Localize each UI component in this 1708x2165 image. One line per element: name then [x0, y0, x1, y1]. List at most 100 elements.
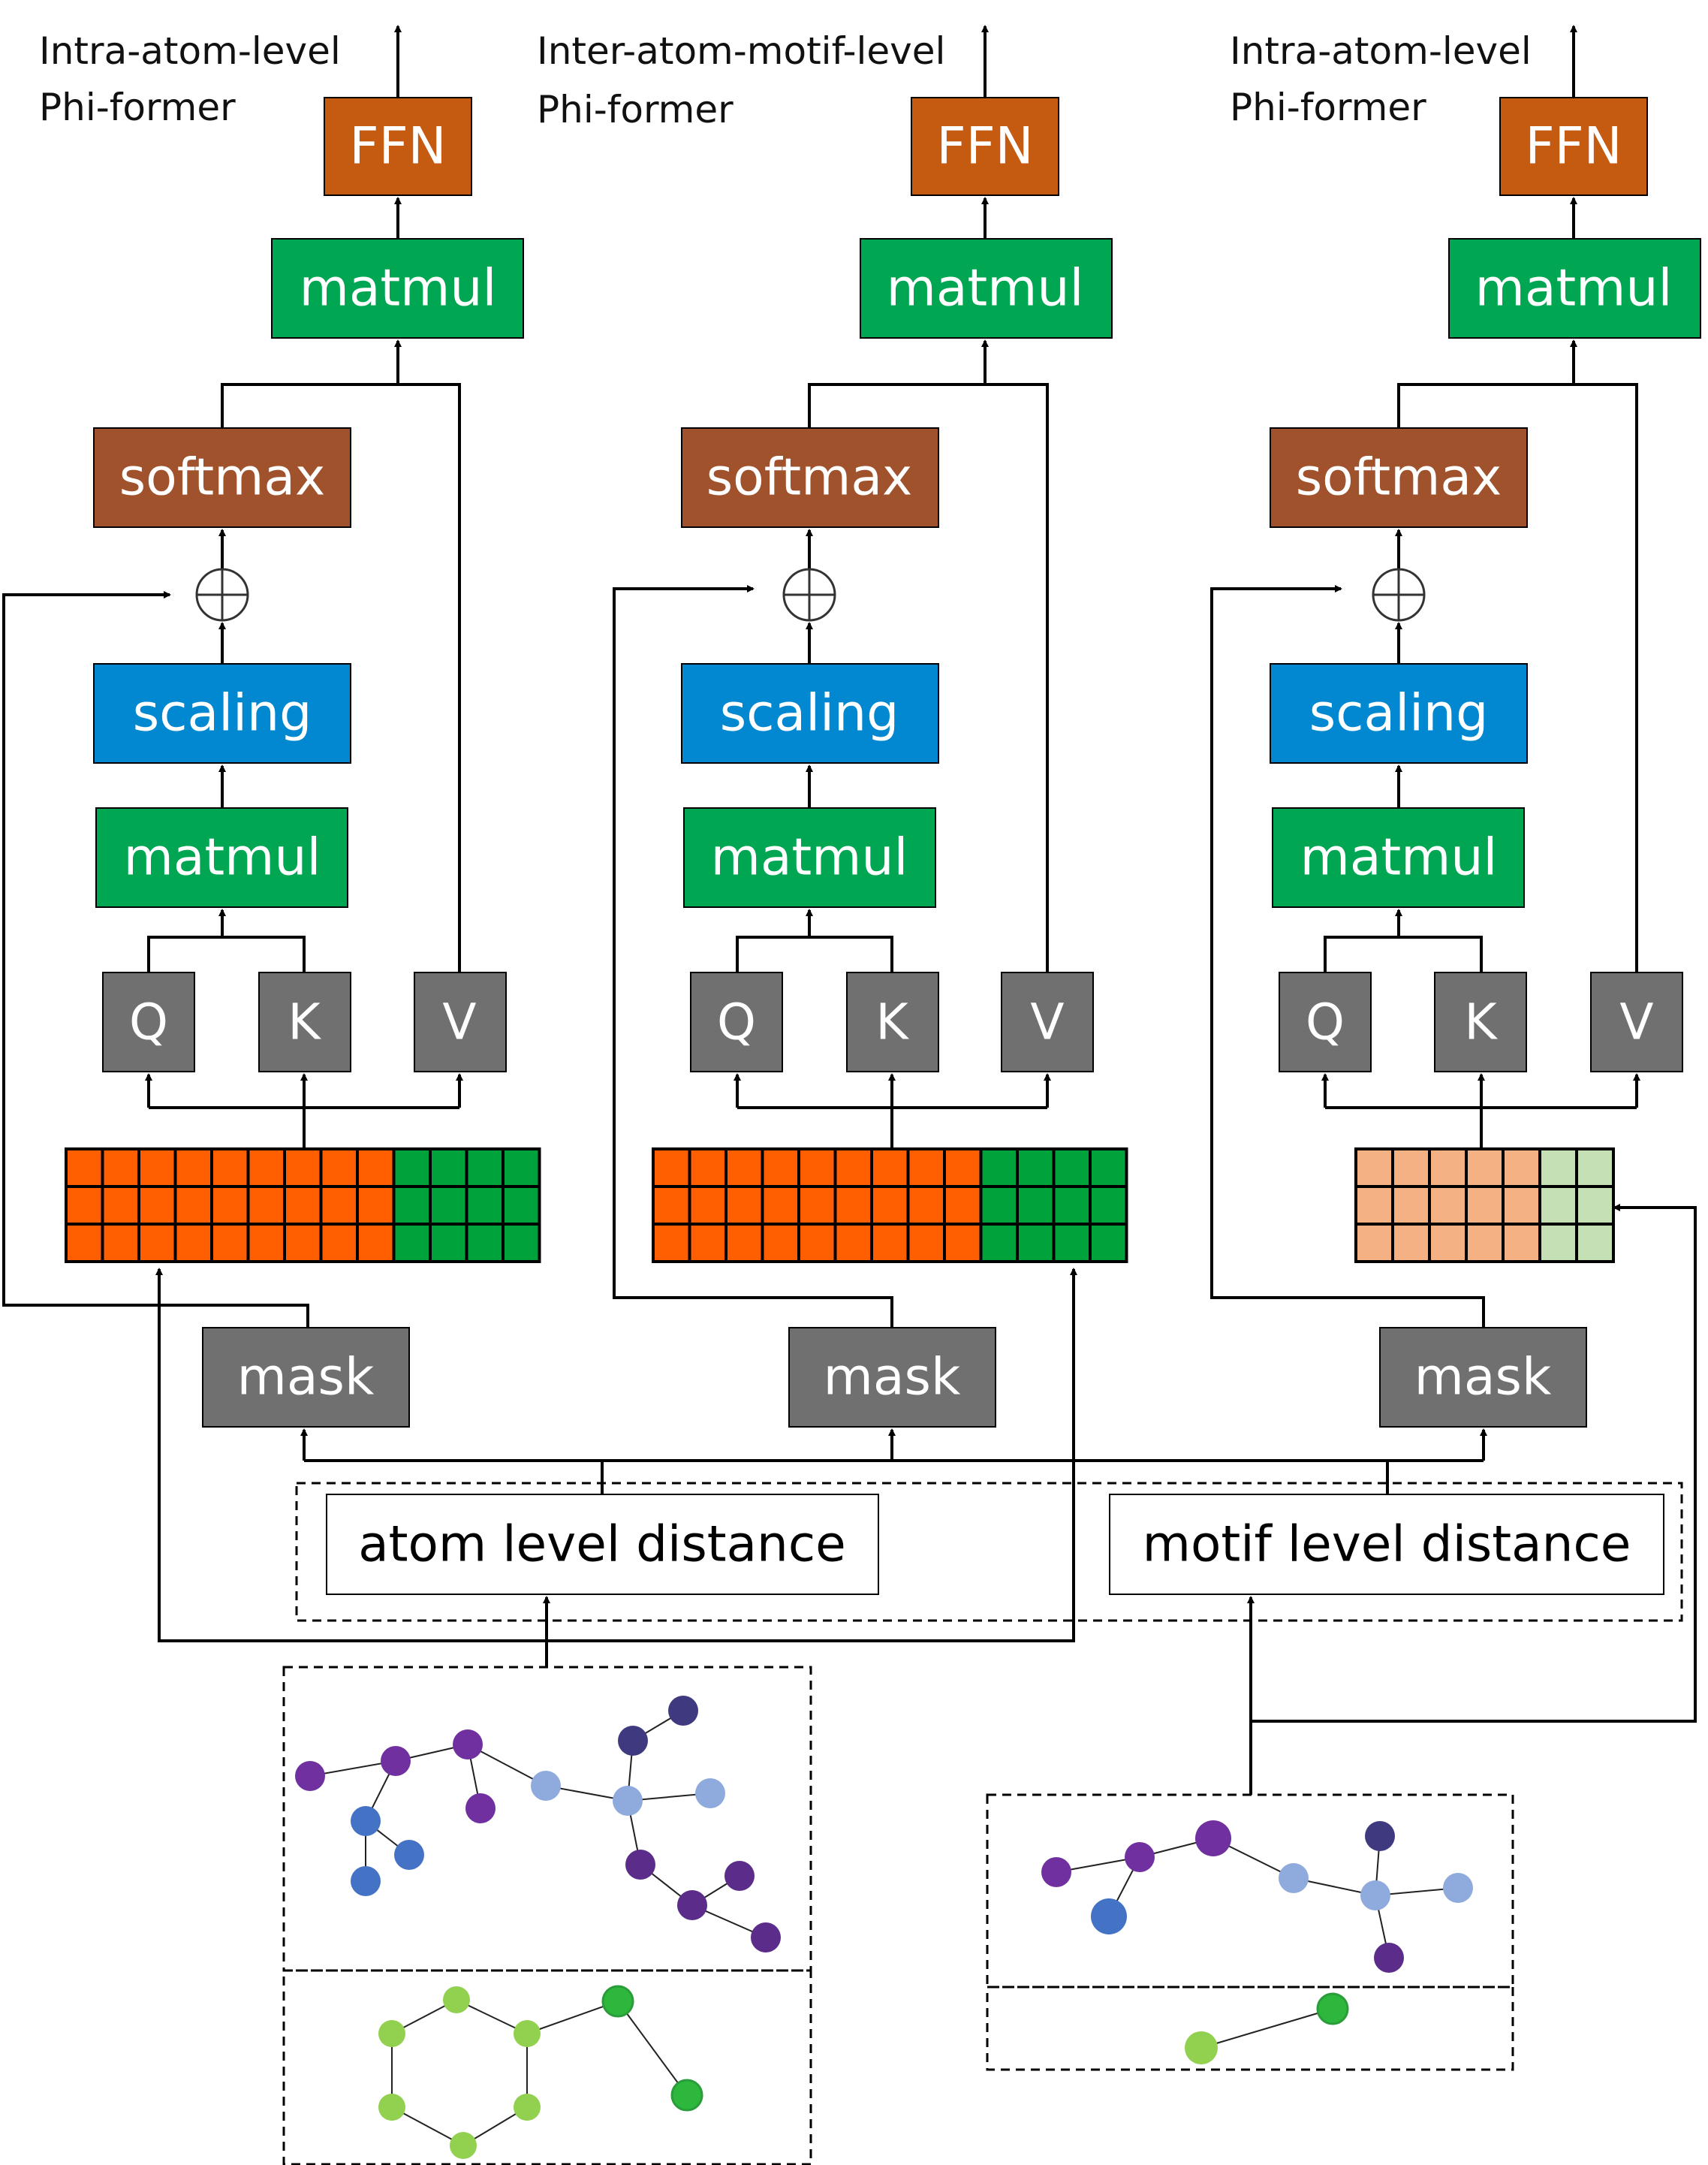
v-box: V [414, 972, 507, 1072]
scaling-box: scaling [1270, 663, 1528, 764]
q-box: Q [1279, 972, 1372, 1072]
column-title-line2: Phi-former [537, 88, 734, 131]
token-cell [1016, 1147, 1056, 1188]
mask-label: mask [824, 1348, 961, 1407]
token-cell [1465, 1223, 1505, 1263]
graph-node [381, 1746, 411, 1776]
scaling-label: scaling [720, 684, 899, 743]
graph-edge [1200, 2008, 1333, 2049]
matmul-top-label: matmul [887, 259, 1084, 318]
atom-level-distance-label: atom level distance [358, 1515, 846, 1573]
token-cell [283, 1147, 323, 1188]
token-cell [688, 1147, 727, 1188]
token-cell [246, 1185, 286, 1226]
q-label: Q [129, 994, 168, 1051]
v-label: V [1619, 994, 1653, 1051]
token-cell [761, 1147, 800, 1188]
token-cell [1089, 1147, 1128, 1188]
matmul-bottom-label: matmul [1300, 828, 1498, 888]
motif-graph-frame [986, 1793, 1514, 1989]
ffn-label: FFN [349, 117, 446, 176]
ring-graph-frame [282, 1969, 812, 2165]
token-cell [906, 1185, 946, 1226]
token-cell [1089, 1185, 1128, 1226]
token-cell [65, 1147, 104, 1188]
graph-node [1125, 1842, 1155, 1872]
ffn-box: FFN [324, 97, 472, 196]
q-box: Q [690, 972, 783, 1072]
graph-node [751, 1922, 781, 1952]
ffn-box: FFN [1499, 97, 1648, 196]
token-cell [833, 1185, 873, 1226]
token-cell [392, 1147, 432, 1188]
token-cell [797, 1185, 837, 1226]
graph-node [695, 1778, 725, 1808]
softmax-box: softmax [93, 427, 351, 528]
scaling-box: scaling [93, 663, 351, 764]
token-cell [979, 1223, 1019, 1263]
token-cell [761, 1185, 800, 1226]
token-cell [392, 1223, 432, 1263]
graph-node [1374, 1943, 1404, 1973]
token-cell [652, 1223, 691, 1263]
graph-node [1443, 1873, 1473, 1903]
token-cell [1016, 1223, 1056, 1263]
graph-node [514, 2094, 541, 2121]
column-title-line2: Phi-former [1230, 86, 1426, 129]
token-cell [906, 1147, 946, 1188]
motif-level-distance-box: motif level distance [1109, 1494, 1664, 1595]
mask-box: mask [788, 1327, 996, 1428]
token-cell [246, 1147, 286, 1188]
token-cell [797, 1223, 837, 1263]
token-cell [761, 1223, 800, 1263]
token-cell [429, 1147, 468, 1188]
graph-node [1316, 1992, 1349, 2025]
arrow-mask-to-plus [2, 591, 309, 1328]
arrow-graph-to-left-grid [155, 1268, 547, 1642]
column-middle: Inter-atom-motif-level Phi-former FFN ma… [537, 25, 1128, 1428]
softmax-label: softmax [1296, 448, 1502, 508]
graph-node [1279, 1863, 1309, 1893]
token-cell [652, 1185, 691, 1226]
q-label: Q [717, 994, 756, 1051]
k-label: K [875, 994, 909, 1051]
graph-node [514, 2020, 541, 2047]
column-right: Intra-atom-level Phi-former FFN matmul s… [1210, 25, 1701, 1428]
softmax-label: softmax [119, 448, 326, 508]
mask-label: mask [1414, 1348, 1552, 1407]
graph-node [351, 1866, 381, 1896]
token-cell [319, 1185, 359, 1226]
k-label: K [1464, 994, 1498, 1051]
token-cell [319, 1147, 359, 1188]
v-label: V [442, 994, 476, 1051]
graph-node [531, 1771, 561, 1801]
token-cell [1428, 1147, 1468, 1188]
plus-circle [782, 568, 836, 622]
arrow-mask-to-plus [613, 585, 893, 1328]
graph-node [677, 1890, 707, 1920]
distance-dashed-frame [295, 1482, 1683, 1622]
column-title-line1: Intra-atom-level [39, 29, 341, 73]
graph-node [1091, 1898, 1127, 1934]
graph-node [724, 1861, 755, 1891]
token-cell [1502, 1185, 1541, 1226]
token-cell [210, 1185, 250, 1226]
matmul-top-box: matmul [271, 238, 524, 339]
ffn-box: FFN [911, 97, 1059, 196]
graph-node [668, 1696, 698, 1726]
graph-node [613, 1786, 643, 1816]
matmul-top-box: matmul [860, 238, 1113, 339]
graph-node [625, 1850, 655, 1880]
atom-graph-panel [282, 1666, 812, 2165]
token-cell [502, 1185, 541, 1226]
token-cell [319, 1223, 359, 1263]
token-cell [906, 1223, 946, 1263]
token-cell [1391, 1223, 1431, 1263]
v-box: V [1001, 972, 1094, 1072]
token-cell [465, 1147, 505, 1188]
graph-node [443, 1986, 470, 2013]
connector-qk [736, 936, 893, 972]
token-cell [137, 1223, 177, 1263]
token-cell [356, 1147, 396, 1188]
